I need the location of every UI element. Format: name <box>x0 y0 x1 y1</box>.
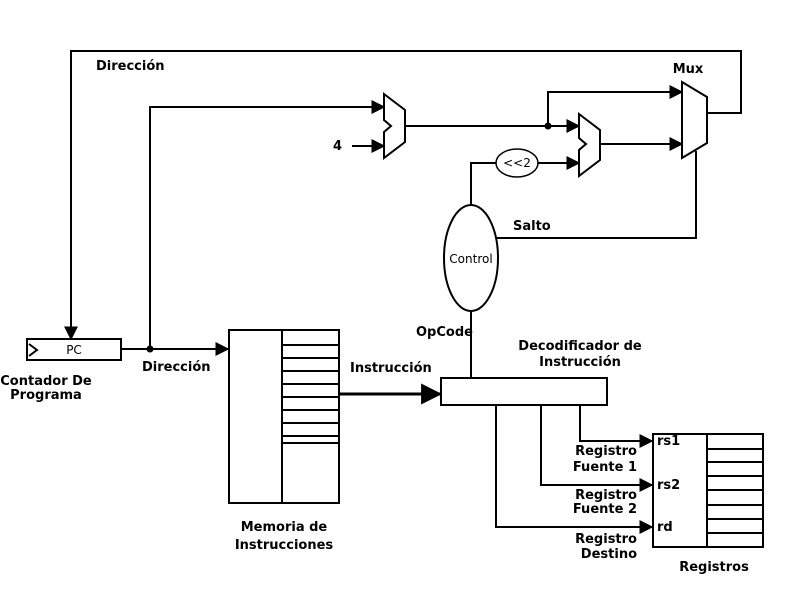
registro-destino-label-1: Registro <box>575 532 637 547</box>
adder-pc-plus-4 <box>383 91 406 161</box>
pc-to-adder-wire <box>149 100 386 349</box>
instruccion-label: Instrucción <box>350 361 432 376</box>
instruction-decoder <box>440 377 608 406</box>
memoria-label-2: Instrucciones <box>235 538 334 553</box>
mux-block <box>681 80 708 160</box>
rs2-label: rs2 <box>657 478 680 493</box>
four-label: 4 <box>333 139 342 154</box>
contador-label-2: Programa <box>10 388 82 403</box>
registro-fuente1-label-1: Registro <box>575 444 637 459</box>
contador-label-1: Contador De <box>0 374 92 389</box>
registro-fuente2-label-1: Registro <box>575 488 637 503</box>
rd-wire <box>495 405 654 534</box>
rd-label: rd <box>657 520 673 535</box>
direccion-top-label: Dirección <box>96 59 165 74</box>
rs1-label: rs1 <box>657 434 680 449</box>
instruction-memory <box>228 329 340 504</box>
registro-fuente1-label-2: Fuente 1 <box>573 460 637 475</box>
register-rows <box>707 448 763 534</box>
adder-to-mux-wire <box>547 85 684 126</box>
pc-clock-icon <box>28 343 39 357</box>
pc-label: PC <box>66 343 82 357</box>
memoria-label-1: Memoria de <box>241 520 328 535</box>
feedback-wire <box>64 50 742 341</box>
direccion-bottom-label: Dirección <box>142 360 211 375</box>
registro-fuente2-label-2: Fuente 2 <box>573 502 637 517</box>
salto-label: Salto <box>513 219 551 234</box>
memory-rows <box>282 344 339 444</box>
rs1-wire <box>579 405 654 448</box>
decodificador-label-2: Instrucción <box>539 355 621 370</box>
adder-branch <box>578 111 601 179</box>
rs2-wire <box>540 405 654 492</box>
shift-label: <<2 <box>503 156 531 170</box>
registro-destino-label-2: Destino <box>581 547 637 562</box>
mux-label: Mux <box>673 62 704 77</box>
control-label: Control <box>449 252 492 266</box>
decodificador-label-1: Decodificador de <box>518 339 642 354</box>
registros-label: Registros <box>679 560 749 575</box>
salto-wire <box>497 151 697 239</box>
opcode-label: OpCode <box>416 325 473 340</box>
control-to-shift-wire <box>470 162 496 205</box>
